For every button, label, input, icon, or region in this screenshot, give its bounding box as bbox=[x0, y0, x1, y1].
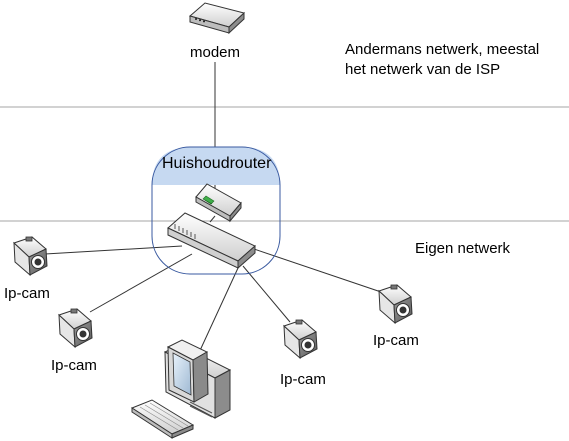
ipcam-label: Ip-cam bbox=[4, 285, 50, 302]
router-enclosure bbox=[151, 146, 281, 275]
switch-icon bbox=[167, 212, 256, 270]
modem-label: modem bbox=[190, 44, 241, 61]
cable-switch-cam1 bbox=[44, 245, 183, 255]
cable-router-switch bbox=[209, 215, 216, 223]
cable-switch-cam4 bbox=[250, 247, 385, 294]
ipcam-label: Ip-cam bbox=[280, 371, 326, 388]
camera-icon bbox=[58, 308, 93, 349]
cables bbox=[44, 62, 385, 358]
router-enclosure-header bbox=[152, 147, 280, 185]
cable-switch-cam2 bbox=[89, 253, 193, 313]
cable-switch-cam3 bbox=[242, 265, 291, 323]
ipcam-label: Ip-cam bbox=[51, 357, 97, 374]
router-icon bbox=[195, 183, 242, 223]
camera-icon bbox=[13, 236, 48, 277]
computer-icon bbox=[130, 339, 232, 439]
internal-network-note: Eigen netwerk bbox=[415, 240, 511, 257]
cable-switch-computer bbox=[196, 267, 239, 358]
router-enclosure-border bbox=[151, 146, 281, 275]
external-network-note-line1: Andermans netwerk, meestal bbox=[345, 41, 540, 58]
router-label: Huishoudrouter bbox=[162, 155, 272, 172]
external-network-note-line2: het netwerk van de ISP bbox=[345, 61, 501, 78]
modem-icon bbox=[188, 2, 246, 35]
camera-icon bbox=[378, 284, 413, 325]
camera-icon bbox=[283, 319, 318, 360]
ipcam-label: Ip-cam bbox=[373, 332, 419, 349]
